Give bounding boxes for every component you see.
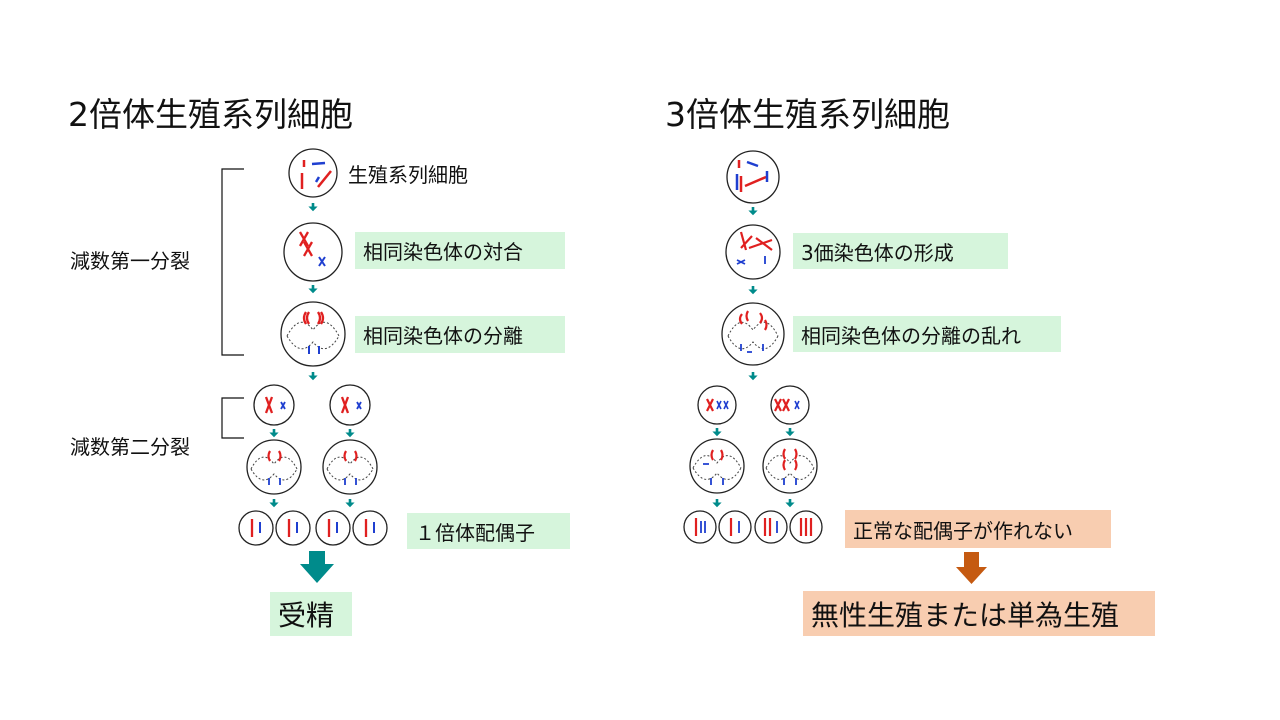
- arrow-1: [308, 203, 318, 212]
- abnormal-gamete-3: [754, 510, 788, 544]
- germline-cell: [288, 148, 338, 198]
- trivalent-label: 3価染色体の形成: [793, 233, 1008, 269]
- arrow-r5b: [785, 499, 795, 508]
- triploid-m2-cell-a: [697, 385, 737, 425]
- big-teal-arrow: [300, 551, 334, 583]
- triploid-m2-dividing-b: [762, 438, 818, 494]
- meiosis-1-label: 減数第一分裂: [70, 249, 190, 273]
- triploid-m2-dividing-a: [689, 438, 745, 494]
- triploid-germline-cell: [726, 150, 780, 204]
- arrow-r5a: [712, 499, 722, 508]
- haploid-gametes-label: １倍体配偶子: [407, 513, 570, 549]
- arrow-r4a: [712, 428, 722, 437]
- arrow-4a: [269, 429, 279, 438]
- asexual-parthenogenesis-label: 無性生殖または単為生殖: [803, 591, 1155, 636]
- abnormal-gamete-1: [683, 510, 717, 544]
- trivalent-cell: [725, 224, 781, 280]
- meiosis-2-label: 減数第二分裂: [70, 435, 190, 459]
- meiosis-1-bracket: [221, 168, 244, 356]
- separation-cell: [280, 301, 346, 367]
- separation-disorder-label: 相同染色体の分離の乱れ: [793, 316, 1061, 352]
- arrow-3: [308, 372, 318, 381]
- gamete-3: [315, 510, 351, 546]
- arrow-r1: [748, 207, 758, 216]
- gamete-1: [238, 510, 274, 546]
- arrow-5b: [345, 499, 355, 508]
- pairing-label: 相同染色体の対合: [355, 232, 565, 269]
- germline-cell-label: 生殖系列細胞: [348, 163, 468, 187]
- abnormal-gamete-2: [718, 510, 752, 544]
- abnormal-gamete-4: [789, 510, 823, 544]
- gamete-2: [275, 510, 311, 546]
- right-title: 3倍体生殖系列細胞: [665, 95, 950, 134]
- meiosis2-cell-a: [253, 384, 295, 426]
- arrow-r4b: [785, 428, 795, 437]
- arrow-2: [308, 285, 318, 294]
- pairing-cell: [283, 222, 343, 282]
- separation-label: 相同染色体の分離: [355, 316, 565, 353]
- arrow-r3: [748, 372, 758, 381]
- meiosis-2-bracket: [221, 397, 244, 439]
- no-normal-gametes-label: 正常な配偶子が作れない: [845, 510, 1111, 548]
- triploid-m2-cell-b: [770, 385, 810, 425]
- fertilization-label: 受精: [270, 592, 352, 636]
- orange-arrow: [956, 552, 987, 584]
- meiosis2-dividing-b: [322, 439, 378, 495]
- arrow-r2: [748, 286, 758, 295]
- arrow-4b: [345, 429, 355, 438]
- gamete-4: [352, 510, 388, 546]
- disorder-cell: [721, 302, 785, 366]
- arrow-5a: [269, 499, 279, 508]
- meiosis2-cell-b: [329, 384, 371, 426]
- left-title: 2倍体生殖系列細胞: [68, 95, 353, 134]
- meiosis2-dividing-a: [246, 439, 302, 495]
